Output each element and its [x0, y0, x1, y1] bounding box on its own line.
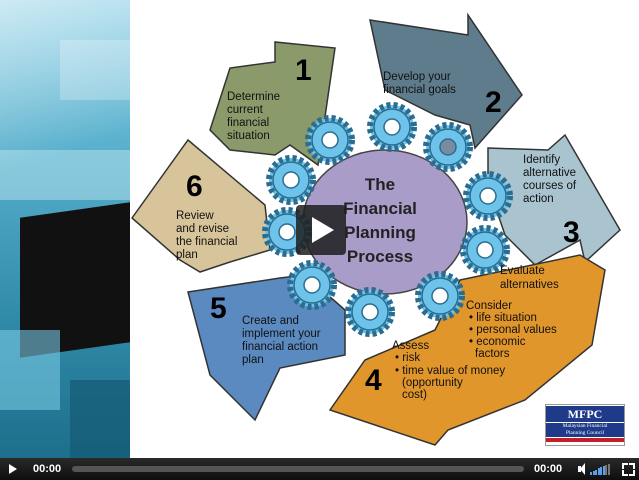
- gear-icon: [367, 102, 417, 152]
- gear-ring: [262, 102, 513, 337]
- fullscreen-button[interactable]: [622, 458, 635, 480]
- step-1-text: current: [227, 104, 264, 116]
- step-3-text: Identify: [523, 154, 560, 166]
- financial-planning-slide: The Financial Planning Process 1 2 3 4 5…: [130, 0, 639, 458]
- gear-icon: [463, 171, 513, 221]
- player-control-bar: 00:00 00:00: [0, 458, 639, 480]
- volume-level-bar: [600, 467, 602, 475]
- center-title-line: Process: [347, 247, 413, 266]
- step-4-arrow: [328, 254, 606, 446]
- step-6-number: 6: [186, 170, 203, 203]
- volume-level-bar: [597, 468, 600, 475]
- gear-icon: [266, 155, 316, 205]
- step-6-text: plan: [176, 249, 198, 261]
- volume-level-bar: [605, 464, 607, 475]
- step-3-text: action: [523, 193, 554, 205]
- gear-icon: [460, 225, 510, 275]
- step-4-consider-item: • personal values: [469, 324, 557, 336]
- step-2-text: Develop your: [383, 71, 451, 83]
- step-2-text: financial goals: [383, 84, 456, 96]
- volume-level-bar: [590, 472, 592, 475]
- video-frame[interactable]: The Financial Planning Process 1 2 3 4 5…: [0, 0, 639, 458]
- step-2-arrow: [369, 12, 523, 150]
- play-button[interactable]: [6, 458, 20, 480]
- step-4-consider-item: factors: [475, 348, 510, 360]
- play-icon: [312, 217, 334, 243]
- current-time: 00:00: [33, 463, 62, 475]
- step-6-arrow: [130, 138, 271, 273]
- step-5-text: implement your: [242, 328, 321, 340]
- center-title-line: Financial: [343, 199, 417, 218]
- step-6-text: the financial: [176, 236, 237, 248]
- step-4-assess-item: (opportunity: [402, 377, 463, 389]
- step-1-text: situation: [227, 130, 270, 142]
- step-6-text: Review: [176, 210, 214, 222]
- seek-bar[interactable]: [72, 466, 524, 472]
- volume-level-bar: [607, 463, 610, 475]
- gear-icon: [423, 122, 473, 172]
- process-diagram: The Financial Planning Process 1 2 3 4 5…: [130, 12, 621, 446]
- step-4-title: alternatives: [500, 279, 559, 291]
- step-4-number: 4: [365, 364, 382, 397]
- volume-level-bar: [592, 470, 595, 475]
- gear-icon: [287, 260, 337, 310]
- step-4-assess: Assess: [392, 340, 429, 352]
- step-1-text: financial: [227, 117, 269, 129]
- decorative-side-panel: [0, 0, 130, 458]
- big-play-button[interactable]: [296, 205, 346, 255]
- step-5-text: Create and: [242, 315, 299, 327]
- step-1-number: 1: [295, 54, 312, 87]
- step-4-assess-item: • risk: [395, 352, 420, 364]
- gear-icon: [415, 271, 465, 321]
- step-1-arrow: [209, 41, 336, 167]
- step-4-title: Evaluate: [500, 265, 545, 277]
- volume-level-bar: [595, 469, 597, 475]
- step-4-consider-item: • life situation: [469, 312, 537, 324]
- step-3-number: 3: [563, 216, 580, 249]
- step-3-text: alternative: [523, 167, 576, 179]
- step-5-text: plan: [242, 354, 264, 366]
- step-2-number: 2: [485, 86, 502, 119]
- logo-abbr: MFPC: [546, 406, 624, 422]
- volume-icon[interactable]: [577, 458, 587, 480]
- step-4-assess-item: cost): [402, 389, 427, 401]
- step-4-consider-item: • economic: [469, 336, 526, 348]
- step-5-arrow: [187, 274, 346, 422]
- volume-level-bar: [602, 466, 605, 475]
- step-4-assess-item: • time value of money: [395, 365, 505, 377]
- center-title-line: The: [365, 175, 395, 194]
- step-5-text: financial action: [242, 341, 318, 353]
- gear-icon: [305, 115, 355, 165]
- duration: 00:00: [534, 463, 563, 475]
- logo-stripe: [546, 438, 624, 442]
- center-title-line: Planning: [344, 223, 416, 242]
- step-1-text: Determine: [227, 91, 280, 103]
- step-6-text: and revise: [176, 223, 229, 235]
- step-4-consider: Consider: [466, 300, 512, 312]
- play-icon: [9, 464, 17, 474]
- volume-slider[interactable]: [590, 463, 610, 475]
- gear-icon: [345, 287, 395, 337]
- step-3-text: courses of: [523, 180, 577, 192]
- step-5-number: 5: [210, 292, 227, 325]
